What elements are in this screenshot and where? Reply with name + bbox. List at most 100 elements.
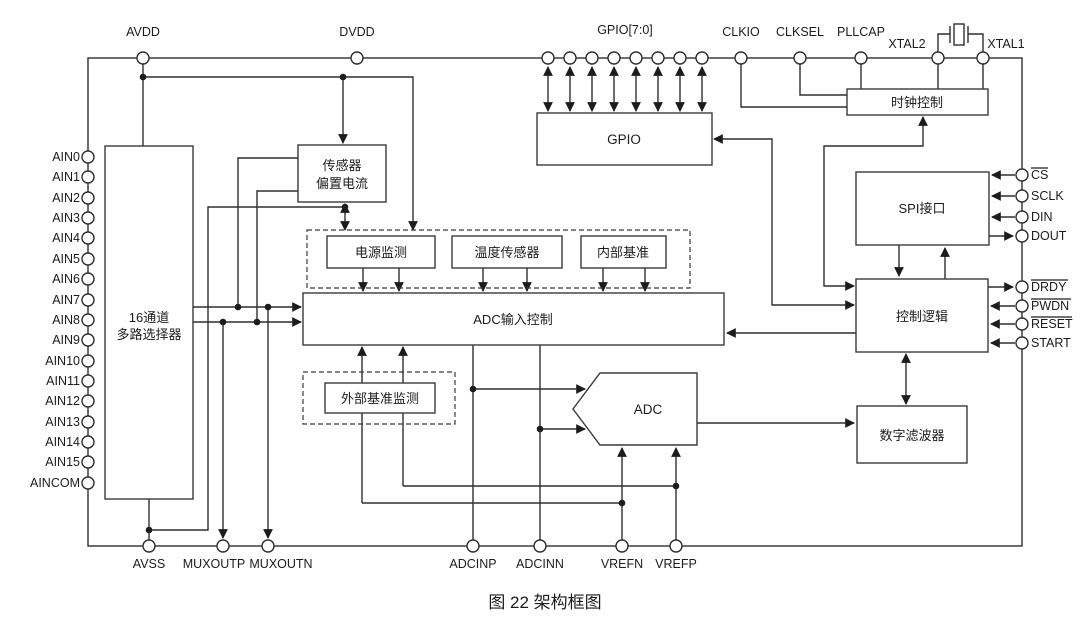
figure-caption: 图 22 架构框图 bbox=[488, 593, 601, 612]
block-power-monitor bbox=[326, 235, 436, 269]
pin-label-dout: DOUT bbox=[1031, 229, 1067, 243]
clock-control-label: 时钟控制 bbox=[891, 95, 943, 110]
block-external-ref-monitor bbox=[324, 382, 436, 414]
pin-drdy bbox=[1015, 280, 1029, 294]
pin-ain1 bbox=[81, 170, 95, 184]
pin-label-ain1: AIN1 bbox=[52, 170, 80, 184]
block-control-logic bbox=[855, 278, 989, 353]
pin-label-avdd: AVDD bbox=[126, 25, 160, 39]
pin-ain10 bbox=[81, 354, 95, 368]
pin-label-xtal1: XTAL1 bbox=[987, 37, 1024, 51]
pin-muxoutn bbox=[261, 539, 275, 553]
adc-input-control-label: ADC输入控制 bbox=[473, 312, 552, 327]
pin-label-ain2: AIN2 bbox=[52, 191, 80, 205]
pin-cs bbox=[1015, 168, 1029, 182]
pin-dout bbox=[1015, 229, 1029, 243]
internal-ref-label: 内部基准 bbox=[597, 245, 649, 260]
pin-ain5 bbox=[81, 252, 95, 266]
junction-dots bbox=[139, 73, 680, 534]
pin-aincom bbox=[81, 476, 95, 490]
pin-adcinn bbox=[533, 539, 547, 553]
pin-ain6 bbox=[81, 272, 95, 286]
block-adc bbox=[572, 372, 698, 446]
pin-ain7 bbox=[81, 293, 95, 307]
pin-label-din: DIN bbox=[1031, 210, 1053, 224]
crystal-icon bbox=[937, 23, 984, 58]
block-clock-control bbox=[846, 88, 989, 116]
pin-gpio1 bbox=[563, 51, 577, 65]
pin-labels: AVDD DVDD GPIO[7:0] CLKIO CLKSEL PLLCAP … bbox=[30, 23, 1073, 571]
blocks bbox=[104, 88, 990, 500]
pin-clkio bbox=[734, 51, 748, 65]
pin-label-aincom: AINCOM bbox=[30, 476, 80, 490]
pin-label-avss: AVSS bbox=[133, 557, 165, 571]
pin-label-adcinp: ADCINP bbox=[449, 557, 496, 571]
pin-ain0 bbox=[81, 150, 95, 164]
pin-ain15 bbox=[81, 455, 95, 469]
block-gpio bbox=[536, 112, 713, 166]
adc-label: ADC bbox=[634, 402, 663, 417]
block-internal-ref bbox=[580, 235, 667, 269]
block-spi bbox=[855, 171, 990, 246]
pin-label-clkio: CLKIO bbox=[722, 25, 760, 39]
pin-label-drdy: DRDY bbox=[1031, 280, 1067, 294]
pin-vrefp bbox=[669, 539, 683, 553]
pin-label-sclk: SCLK bbox=[1031, 189, 1064, 203]
pin-muxoutp bbox=[216, 539, 230, 553]
sensor-bias-label-line2: 偏置电流 bbox=[316, 176, 368, 191]
pin-label-vrefp: VREFP bbox=[655, 557, 697, 571]
pin-gpio2 bbox=[585, 51, 599, 65]
mux-label-line1: 16通道 bbox=[129, 310, 169, 325]
pin-label-start: START bbox=[1031, 336, 1071, 350]
pin-dvdd bbox=[350, 51, 364, 65]
pin-label-ain8: AIN8 bbox=[52, 313, 80, 327]
pin-clksel bbox=[793, 51, 807, 65]
block-adc-input-control bbox=[302, 292, 725, 346]
pin-label-ain14: AIN14 bbox=[45, 435, 80, 449]
block-mux bbox=[104, 145, 194, 500]
pin-label-ain6: AIN6 bbox=[52, 272, 80, 286]
pin-ain12 bbox=[81, 394, 95, 408]
dashed-monitor-group bbox=[306, 229, 691, 289]
pin-ain8 bbox=[81, 313, 95, 327]
pin-gpio6 bbox=[673, 51, 687, 65]
pin-ain3 bbox=[81, 211, 95, 225]
pin-label-muxoutp: MUXOUTP bbox=[183, 557, 246, 571]
external-ref-monitor-label: 外部基准监测 bbox=[341, 391, 419, 406]
control-logic-label: 控制逻辑 bbox=[896, 309, 948, 324]
pin-label-pwdn: PWDN bbox=[1031, 299, 1069, 313]
pin-label-ain5: AIN5 bbox=[52, 252, 80, 266]
pin-label-ain10: AIN10 bbox=[45, 354, 80, 368]
pin-label-pllcap: PLLCAP bbox=[837, 25, 885, 39]
gpio-label: GPIO bbox=[607, 132, 641, 147]
spi-label: SPI接口 bbox=[899, 201, 946, 216]
pin-pwdn bbox=[1015, 299, 1029, 313]
pin-label-adcinn: ADCINN bbox=[516, 557, 564, 571]
sensor-bias-label-line1: 传感器 bbox=[322, 158, 361, 173]
pin-gpio4 bbox=[629, 51, 643, 65]
pin-label-ain12: AIN12 bbox=[45, 394, 80, 408]
pin-ain2 bbox=[81, 191, 95, 205]
pin-pllcap bbox=[854, 51, 868, 65]
mux-label-line2: 多路选择器 bbox=[116, 327, 181, 342]
pin-label-ain15: AIN15 bbox=[45, 455, 80, 469]
block-digital-filter bbox=[856, 405, 968, 464]
pin-label-dvdd: DVDD bbox=[339, 25, 374, 39]
pin-label-ain3: AIN3 bbox=[52, 211, 80, 225]
pin-label-clksel: CLKSEL bbox=[776, 25, 824, 39]
pin-ain14 bbox=[81, 435, 95, 449]
pin-label-vrefn: VREFN bbox=[601, 557, 643, 571]
pin-start bbox=[1015, 336, 1029, 350]
pin-gpio7 bbox=[695, 51, 709, 65]
pin-adcinp bbox=[466, 539, 480, 553]
pin-xtal1 bbox=[976, 51, 990, 65]
pin-label-ain7: AIN7 bbox=[52, 293, 80, 307]
dashed-ext-ref-group bbox=[302, 371, 456, 425]
pin-gpio5 bbox=[651, 51, 665, 65]
pin-label-xtal2: XTAL2 bbox=[888, 37, 925, 51]
block-labels: 16通道 多路选择器 传感器 偏置电流 GPIO 时钟控制 SPI接口 电源监测… bbox=[116, 95, 948, 443]
pin-circles bbox=[81, 51, 1029, 553]
pin-avdd bbox=[136, 51, 150, 65]
